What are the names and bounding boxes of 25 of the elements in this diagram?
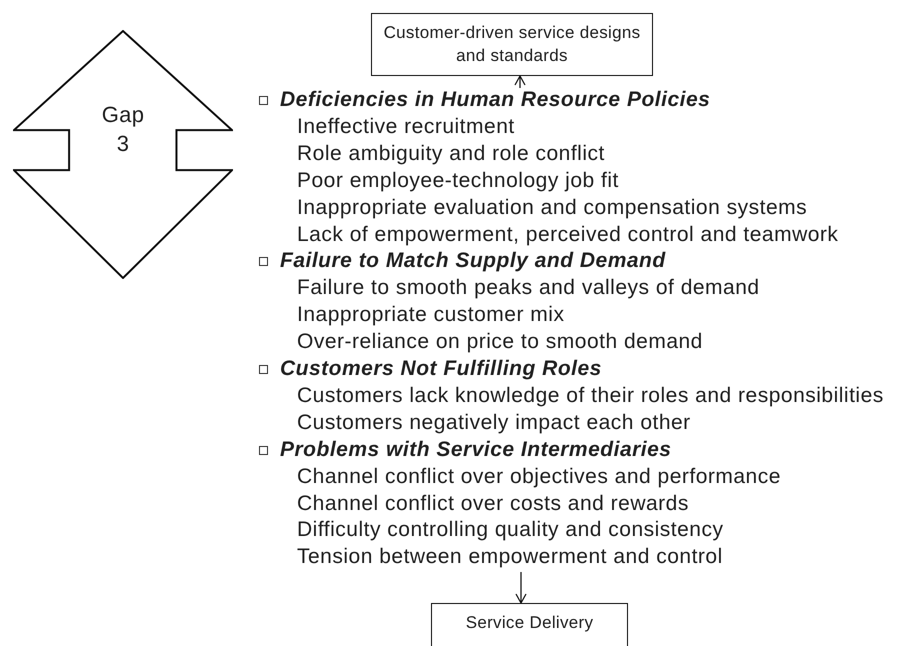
list-item: Failure to smooth peaks and valleys of demand [297,277,760,298]
list-item: Difficulty controlling quality and consistency [297,519,724,540]
list-item: Tension between empowerment and control [297,546,723,568]
node-label: Service Delivery [464,612,594,634]
section-heading: Failure to Match Supply and Demand [280,250,666,272]
process-box [371,13,653,76]
list-item: Ineffective recruitment [297,116,515,137]
section-heading: Deficiencies in Human Resource Policies [280,89,710,110]
list-item: Role ambiguity and role conflict [297,142,605,164]
node-label: Gap 3 [101,100,145,158]
list-item: Channel conflict over objectives and performance [297,466,781,487]
section-heading: Customers Not Fulfilling Roles [280,358,602,379]
arrow [515,572,527,604]
list-item: Inappropriate customer mix [297,304,564,326]
list-item: Lack of empowerment, perceived control and teamwork [297,224,838,244]
list-item: Channel conflict over costs and rewards [297,492,689,514]
process-box [431,603,628,646]
node-label: Customer-driven service designs and standards [382,22,642,66]
list-item: Customers lack knowledge of their roles and responsibilities [297,384,884,406]
list-item: Customers negatively impact each other [297,412,691,433]
section-heading: Problems with Service Intermediaries [280,438,672,460]
list-item: Inappropriate evaluation and compensation systems [297,196,808,218]
list-item: Over-reliance on price to smooth demand [297,331,703,352]
arrow [514,75,526,88]
list-item: Poor employee-technology job fit [297,170,619,191]
